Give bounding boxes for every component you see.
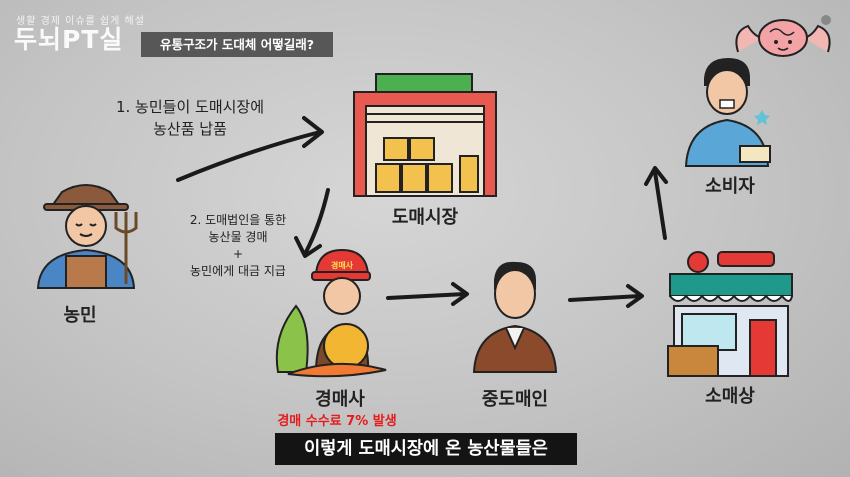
label-retailer: 소매상: [705, 386, 755, 407]
middleman-illustration: [472, 261, 558, 373]
fee-note: 경매 수수료 7% 발생: [277, 414, 397, 429]
label-farmer: 농민: [63, 305, 97, 326]
label-consumer: 소비자: [705, 176, 755, 197]
arrow-middleman-to-retailer: [568, 294, 642, 302]
step2-text: 2. 도매법인을 통한 농산물 경매 + 농민에게 대금 지급: [189, 213, 287, 278]
farmer-illustration: [36, 184, 138, 289]
hat-text: 경매사: [330, 261, 354, 270]
caption-bar: 이렇게 도매시장에 온 농산물들은: [275, 433, 577, 465]
consumer-illustration: [684, 58, 771, 167]
retailer-illustration: [667, 251, 793, 377]
arrow-market-to-auction: [304, 188, 330, 254]
brain-mascot-icon: [735, 15, 831, 57]
wholesale-market-illustration: [353, 73, 497, 197]
step1-text: 1. 농민들이 도매시장에 농산품 납품: [115, 98, 265, 138]
auctioneer-illustration: [275, 248, 387, 378]
topic-banner: 유통구조가 도대체 어떻길래?: [141, 32, 333, 57]
arrow-retailer-to-consumer: [653, 170, 667, 240]
arrow-farmer-to-market: [176, 130, 322, 182]
brand-logo: 두뇌PT실: [14, 25, 124, 54]
label-auctioneer: 경매사: [315, 389, 365, 410]
label-middleman: 중도매인: [481, 389, 549, 410]
brand-tagline: 생활 경제 이슈를 쉽게 해설: [16, 16, 145, 27]
label-wholesale-market: 도매시장: [391, 207, 459, 228]
arrow-auction-to-middleman: [386, 292, 467, 300]
